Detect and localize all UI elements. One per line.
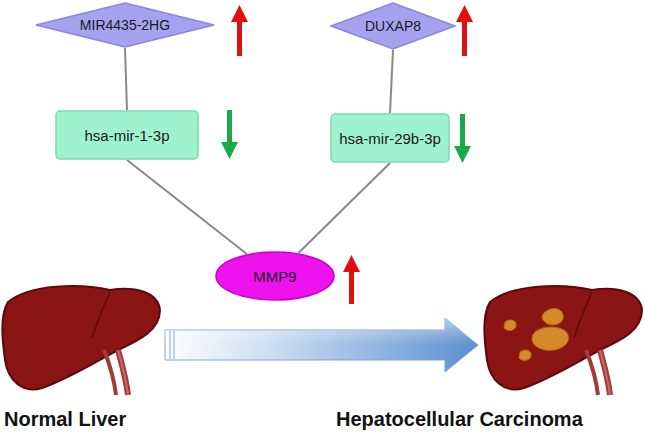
mirna-box-shape — [331, 114, 449, 162]
up-arrow — [343, 255, 360, 304]
node-text: hsa-mir-1-3p — [84, 127, 169, 144]
connector-line — [298, 163, 390, 253]
mirna-box: hsa-mir-29b-3p — [330, 113, 450, 163]
stage-label: Hepatocellular Carcinoma — [336, 408, 583, 431]
gene-ellipse: MMP9 — [215, 251, 335, 301]
lncrna-diamond: MIR4435-2HG — [35, 2, 215, 48]
lncrna-diamond: DUXAP8 — [330, 2, 456, 50]
connector — [390, 50, 393, 113]
node-text: DUXAP8 — [365, 18, 421, 34]
normal-liver — [2, 286, 160, 395]
down-arrow — [221, 110, 238, 159]
transition-arrow — [165, 318, 478, 372]
up-arrow — [231, 5, 248, 56]
up-arrow — [456, 5, 473, 56]
lncrna-diamond-shape — [36, 3, 214, 47]
stage-label: Normal Liver — [4, 408, 126, 431]
node-text: hsa-mir-29b-3p — [339, 130, 441, 147]
connector — [127, 160, 247, 254]
connector-line — [125, 48, 127, 110]
connector-line — [127, 160, 247, 254]
lncrna-diamond-shape — [331, 3, 455, 49]
gene-ellipse-shape — [216, 252, 334, 300]
hcc-liver — [484, 286, 642, 395]
node-text: MIR4435-2HG — [80, 17, 170, 33]
connector — [125, 48, 127, 110]
down-arrow — [454, 114, 471, 163]
connector-line — [390, 50, 393, 113]
mirna-box-shape — [56, 111, 198, 159]
mirna-box: hsa-mir-1-3p — [55, 110, 199, 160]
node-text: MMP9 — [253, 268, 296, 285]
connector — [298, 163, 390, 253]
